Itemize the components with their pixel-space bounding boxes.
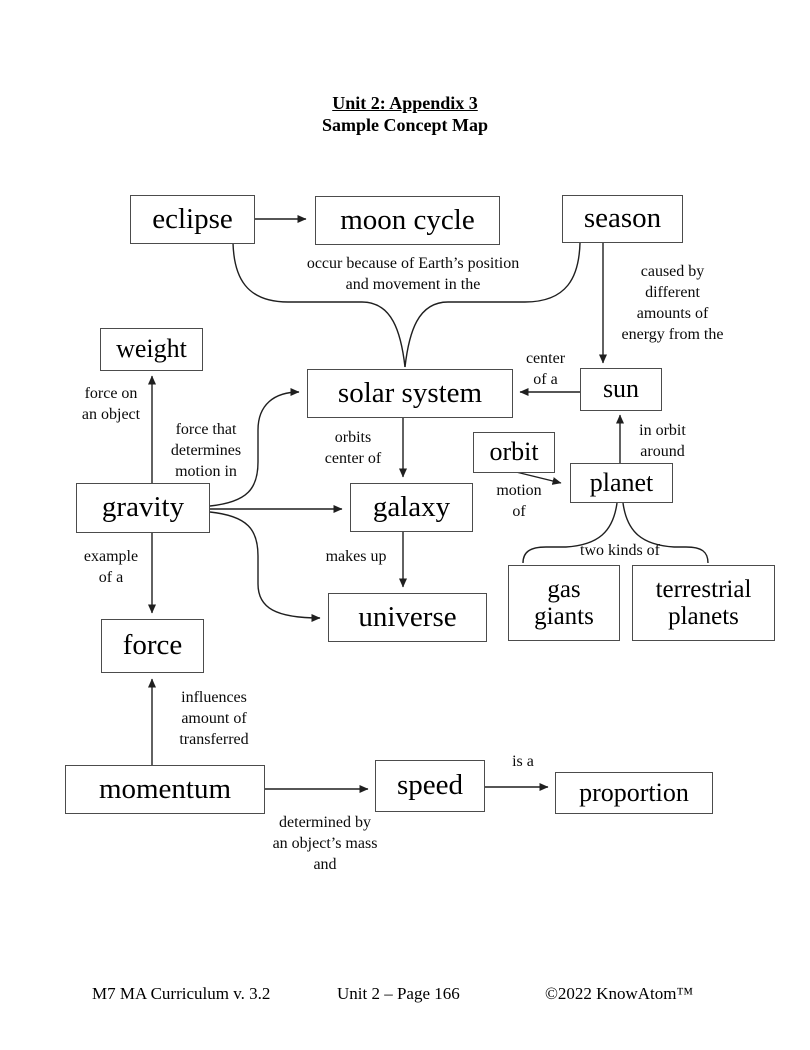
node-moon-cycle: moon cycle <box>315 196 500 245</box>
node-weight: weight <box>100 328 203 371</box>
node-force: force <box>101 619 204 673</box>
node-season: season <box>562 195 683 243</box>
footer-copyright: ©2022 KnowAtom™ <box>545 984 694 1003</box>
page-title: Unit 2: Appendix 3 Sample Concept Map <box>0 92 810 136</box>
node-momentum: momentum <box>65 765 265 814</box>
node-galaxy: galaxy <box>350 483 473 532</box>
footer-page-number: Unit 2 – Page 166 <box>337 984 460 1003</box>
node-eclipse: eclipse <box>130 195 255 244</box>
edge-label-center-of-a: center of a <box>525 350 566 388</box>
node-gas-giants: gas giants <box>508 565 620 641</box>
edge-label-orbits-center-of: orbits center of <box>324 429 382 467</box>
node-universe: universe <box>328 593 487 642</box>
edge-label-two-kinds-of: two kinds of <box>580 542 660 559</box>
node-proportion: proportion <box>555 772 713 814</box>
edge-label-determined-by: determined by an object’s mass and <box>272 814 378 873</box>
node-orbit: orbit <box>473 432 555 473</box>
title-line1: Unit 2: Appendix 3 <box>332 93 478 113</box>
edge-label-is-a: is a <box>512 753 534 770</box>
edge-label-occur-because: occur because of Earth’s position and mo… <box>306 255 520 293</box>
node-solar-system: solar system <box>307 369 513 418</box>
edge-label-influences: influences amount of transferred <box>179 689 249 748</box>
connector-bracket-right <box>404 242 581 368</box>
edge-label-example-of-a: example of a <box>83 548 139 586</box>
edge-label-force-on-object: force on an object <box>81 385 141 423</box>
connector-planet-brace-left <box>522 502 618 564</box>
edge-label-makes-up: makes up <box>325 548 387 565</box>
node-terrestrial-planets: terrestrial planets <box>632 565 775 641</box>
connector-bracket-left <box>232 242 406 368</box>
connector-orbit-planet <box>511 470 562 485</box>
title-line2: Sample Concept Map <box>322 115 488 135</box>
connector-planet-brace-right <box>622 502 709 564</box>
edge-label-in-orbit-around: in orbit around <box>639 422 686 460</box>
node-speed: speed <box>375 760 485 812</box>
edge-label-force-determines: force that determines motion in <box>170 421 242 480</box>
connector-gravity-solar-system <box>209 388 300 507</box>
node-gravity: gravity <box>76 483 210 533</box>
edge-label-motion-of: motion of <box>496 482 542 520</box>
node-planet: planet <box>570 463 673 503</box>
node-sun: sun <box>580 368 662 411</box>
edge-label-caused-by: caused by different amounts of energy fr… <box>621 263 724 343</box>
footer-curriculum-version: M7 MA Curriculum v. 3.2 <box>92 984 271 1003</box>
connector-gravity-universe <box>209 511 321 622</box>
